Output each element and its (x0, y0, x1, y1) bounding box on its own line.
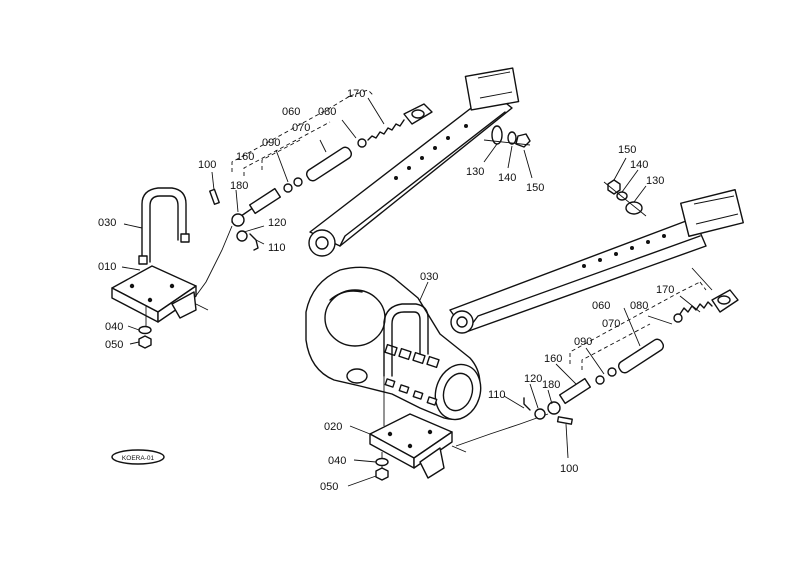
washer-nut-set-left (483, 125, 531, 148)
stamp-text: KOERA-01 (122, 455, 155, 462)
callout-080-right: 080 (630, 300, 648, 312)
pin-clip-left (209, 188, 259, 251)
bracket-plate-right (369, 413, 467, 479)
callout-180-left: 180 (230, 180, 248, 192)
group-bracket-left (231, 89, 375, 176)
check-chain-assembly-right (455, 267, 739, 447)
callout-070-right: 070 (602, 318, 620, 330)
callout-020-right: 020 (324, 421, 342, 433)
callout-100-right: 100 (560, 463, 578, 475)
callout-120-right: 120 (524, 373, 542, 385)
callout-010-left: 010 (98, 261, 116, 273)
callout-110-right: 110 (488, 389, 506, 401)
check-chain-assembly-left (189, 103, 433, 305)
callout-040-left: 040 (105, 321, 123, 333)
callout-110-left: 110 (268, 242, 286, 254)
callout-030-left: 030 (98, 217, 116, 229)
callout-070-left: 070 (292, 122, 310, 134)
callout-030-center: 030 (420, 271, 438, 283)
callout-160-right: 160 (544, 353, 562, 365)
callout-090-left: 090 (262, 137, 280, 149)
callout-160-left: 160 (236, 151, 254, 163)
callout-170-right: 170 (656, 284, 674, 296)
callout-labels: 030 010 040 050 100 180 160 090 060 070 … (98, 88, 674, 493)
callout-040-right: 040 (328, 455, 346, 467)
nut-washer-right (375, 457, 389, 481)
u-bolt-left (138, 187, 190, 265)
u-bolt-center (383, 303, 429, 426)
callout-060-left: 060 (282, 106, 300, 118)
callout-050-left: 050 (105, 339, 123, 351)
leader-lines (121, 97, 701, 487)
callout-130-left: 130 (466, 166, 484, 178)
callout-150-right: 150 (618, 144, 636, 156)
callout-140-right: 140 (630, 159, 648, 171)
catalog-stamp: KOERA-01 (111, 449, 165, 465)
callout-050-right: 050 (320, 481, 338, 493)
callout-090-right: 090 (574, 336, 592, 348)
bracket-plate-left (111, 265, 209, 326)
callout-140-left: 140 (498, 172, 516, 184)
callout-060-right: 060 (592, 300, 610, 312)
callout-170-left: 170 (347, 88, 365, 100)
callout-130-right: 130 (646, 175, 664, 187)
callout-100-left: 100 (198, 159, 216, 171)
pin-clip-right (523, 397, 573, 425)
callout-180-right: 180 (542, 379, 560, 391)
callout-150-left: 150 (526, 182, 544, 194)
callout-120-left: 120 (268, 217, 286, 229)
lower-link-arm-right (449, 189, 744, 334)
nut-washer-left (138, 325, 152, 349)
axle-housing (305, 266, 482, 421)
callout-080-left: 080 (318, 106, 336, 118)
washer-nut-set-right (603, 179, 647, 217)
group-bracket-right (569, 281, 707, 370)
lower-link-arm-left (308, 67, 520, 257)
